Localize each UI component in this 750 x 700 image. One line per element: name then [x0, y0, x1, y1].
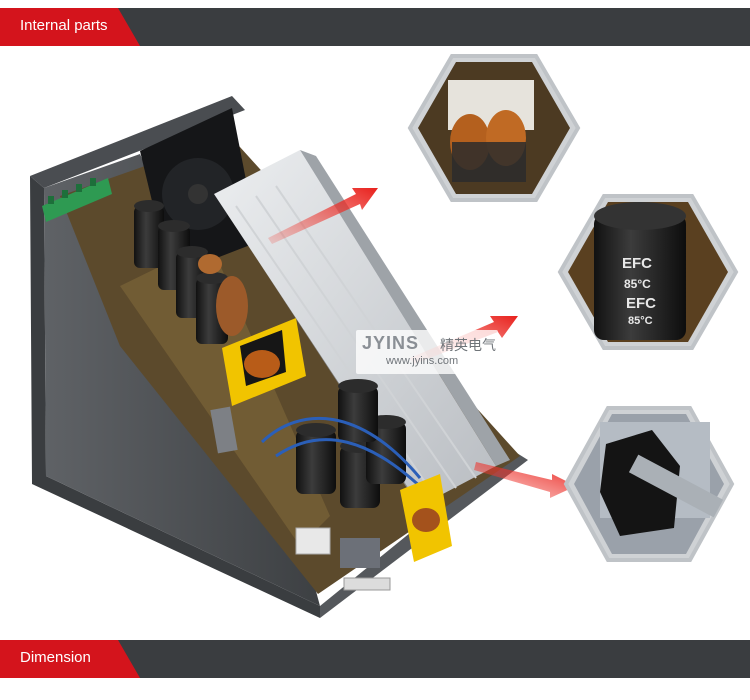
capacitor-temp: 85°C: [624, 277, 651, 291]
watermark: JYINS 精英电气 www.jyins.com: [356, 330, 498, 374]
capacitor-brand: EFC: [622, 255, 652, 272]
watermark-brand-cn: 精英电气: [440, 338, 496, 354]
wiring: [260, 416, 432, 498]
voltage-switch: [210, 406, 238, 454]
detail-hexagon-capacitor: EFC 85°C EFC 85°C: [557, 194, 739, 350]
input-filter: [400, 474, 452, 562]
capacitor-brand-2: EFC: [626, 295, 656, 312]
watermark-brand: JYINS: [362, 333, 420, 353]
footer-title: Dimension: [20, 649, 91, 666]
main-transformer: [222, 318, 306, 406]
watermark-url: www.jyins.com: [386, 355, 459, 367]
section-title: Internal parts: [20, 17, 108, 34]
section-header-tag: Internal parts: [0, 8, 140, 46]
capacitor-temp-2: 85°C: [628, 315, 653, 327]
relay: [295, 527, 331, 555]
product-photo: EFC 85°C EFC 85°C: [30, 54, 739, 618]
detail-hexagon-choke: [407, 54, 581, 202]
output-capacitors: [296, 379, 406, 508]
section-footer-banner: Dimension: [0, 640, 750, 678]
section-header-banner: Internal parts: [0, 8, 750, 46]
inductor-coil: [216, 276, 248, 336]
input-capacitor: [340, 538, 380, 568]
section-footer-tag: Dimension: [0, 640, 140, 678]
fuse: [343, 577, 391, 591]
terminal-block: [42, 178, 112, 222]
detail-hexagon-switch: [563, 406, 735, 562]
